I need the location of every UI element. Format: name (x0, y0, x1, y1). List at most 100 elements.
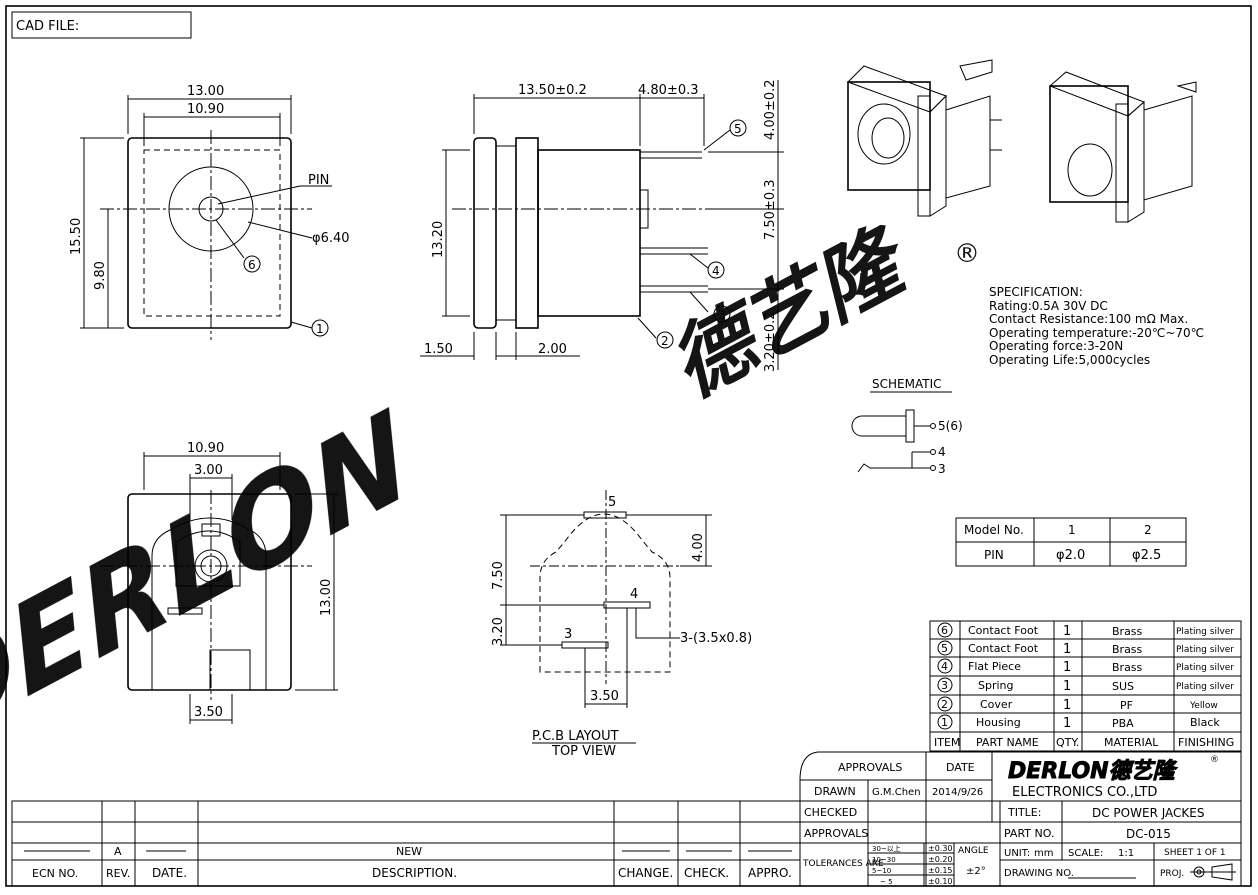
revision-block: A NEW ECN NO. REV. DATE. DESCRIPTION. CH… (11, 800, 801, 887)
watermark-logo: DERLON 德艺隆 ® (0, 211, 980, 772)
model-header: Model No. (964, 523, 1024, 537)
title-block: APPROVALS DATE DRAWN G.M.Chen 2014/9/26 … (799, 751, 1242, 887)
tb-tol-value: ±0.10 (928, 877, 953, 886)
tb-drawing-no: DRAWING NO. (1004, 868, 1074, 879)
tb-company-logo: DERLON德艺隆 (1008, 759, 1179, 784)
rev-date-label: DATE. (152, 866, 187, 880)
bom-part: Housing (976, 716, 1021, 729)
pcb-dim-400: 4.00 (691, 533, 706, 562)
model-header: 2 (1144, 523, 1152, 537)
bom-part: Contact Foot (968, 642, 1039, 655)
rev-check-label: CHECK. (684, 866, 729, 880)
pcb-pin-5: 5 (608, 495, 616, 510)
tb-title-label: TITLE: (1007, 806, 1041, 819)
tb-logo-reg: ® (1210, 755, 1219, 765)
bom-finish: Plating silver (1176, 663, 1234, 673)
dim-side-mid-offset: 7.50±0.3 (763, 179, 778, 240)
schematic-title: SCHEMATIC (872, 377, 941, 391)
pcb-hole-label: 3-(3.5x0.8) (680, 631, 752, 646)
spec-line: Operating temperature:-20℃~70℃ (989, 326, 1204, 340)
rev-ecn-label: ECN NO. (32, 867, 78, 880)
specification: SPECIFICATION: Rating:0.5A 30V DC Contac… (989, 285, 1204, 367)
tb-tol-range: 10~30 (872, 856, 896, 864)
dim-front-center-height: 9.80 (93, 261, 108, 290)
bom-header-part: PART NAME (976, 736, 1039, 749)
cad-file-box (11, 11, 192, 39)
schematic-pin-top: 5(6) (938, 419, 963, 433)
bom-qty: 1 (1063, 698, 1071, 713)
dim-side-tab: 4.80±0.3 (638, 83, 699, 98)
bom-item: 1 (941, 716, 948, 729)
dim-diameter: φ6.40 (312, 231, 350, 246)
bom-item: 3 (941, 679, 948, 692)
model-table: Model No. 1 2 PIN φ2.0 φ2.5 (955, 517, 1187, 567)
bom-material: PF (1120, 699, 1133, 712)
bom-header-item: ITEM (934, 736, 960, 749)
tb-angle: ANGLE (958, 846, 989, 856)
callout-5: 5 (734, 122, 742, 136)
pcb-dim-350: 3.50 (590, 689, 619, 704)
tb-sheet: SHEET 1 OF 1 (1164, 848, 1226, 858)
bom-part: Cover (980, 698, 1013, 711)
tb-drawn: DRAWN (814, 785, 856, 798)
tb-angle-val: ±2° (966, 866, 986, 877)
bom-qty: 1 (1063, 624, 1071, 639)
tb-tol-value: ±0.15 (928, 866, 953, 875)
dim-side-bottom-offset: 3.20±0.2 (763, 311, 778, 372)
bom-qty: 1 (1063, 679, 1071, 694)
bom-material: SUS (1112, 680, 1134, 693)
watermark-reg: ® (954, 239, 980, 269)
tb-approvals: APPROVALS (838, 761, 902, 774)
spec-line: Contact Resistance:100 mΩ Max. (989, 312, 1188, 326)
pin-label: PIN (308, 173, 329, 188)
tb-tol-range: 5~10 (872, 867, 891, 875)
bom-header-finish: FINISHING (1178, 736, 1234, 749)
rev-description-value: NEW (396, 845, 422, 858)
tb-tolerances: TOLERANCES ARE (802, 859, 884, 869)
spec-line: Operating Life:5,000cycles (989, 353, 1150, 367)
side-view: 13.50±0.2 4.80±0.3 13.20 1.50 2.00 4.00±… (420, 79, 784, 372)
callout-2: 2 (661, 334, 669, 348)
bom-finish: Plating silver (1176, 682, 1234, 692)
isometric-view-left (847, 59, 1002, 217)
tb-checked: CHECKED (804, 806, 857, 819)
dim-side-length: 13.50±0.2 (518, 83, 587, 98)
dim-side-height: 13.20 (431, 221, 446, 258)
bom-part: Spring (978, 679, 1014, 692)
cad-file-label: CAD FILE: (16, 19, 79, 34)
model-header: 1 (1068, 523, 1076, 537)
spec-line: Rating:0.5A 30V DC (989, 299, 1108, 313)
model-cell: φ2.0 (1056, 548, 1085, 563)
rev-appro-label: APPRO. (748, 866, 792, 880)
callout-6: 6 (248, 258, 256, 272)
dim-front-height: 15.50 (69, 218, 84, 255)
tb-tol-range: ~ 5 (880, 878, 893, 886)
dim-bottom-bottom: 3.50 (194, 705, 223, 720)
rev-description-label: DESCRIPTION. (372, 866, 457, 880)
schematic: SCHEMATIC 5(6) 4 3 (851, 377, 963, 476)
tb-scale-label: SCALE: (1068, 848, 1103, 859)
bom-qty: 1 (1063, 716, 1071, 731)
bottom-view: 10.90 3.00 13.00 3.50 (100, 441, 338, 724)
bom-material: PBA (1112, 717, 1134, 730)
pcb-title: P.C.B LAYOUT (532, 729, 619, 744)
bom-item: 6 (941, 624, 948, 637)
pcb-pin-4: 4 (630, 587, 638, 602)
tb-approvals-2: APPROVALS (804, 827, 868, 840)
bom-finish: Plating silver (1176, 627, 1234, 637)
tb-date: DATE (946, 761, 975, 774)
pcb-dim-320: 3.20 (491, 617, 506, 646)
tb-scale: 1:1 (1118, 848, 1134, 859)
isometric-view-right (1049, 71, 1197, 223)
schematic-pin-mid: 4 (938, 445, 946, 459)
bom-part: Contact Foot (968, 624, 1039, 637)
dim-bottom-height: 13.00 (319, 579, 334, 616)
tb-part-no: DC-015 (1126, 827, 1171, 841)
tb-proj: PROJ. (1160, 869, 1184, 879)
bom-table: 6 Contact Foot 1 Brass Plating silver 5 … (929, 620, 1242, 752)
bom-finish: Black (1190, 716, 1220, 729)
pcb-pin-3: 3 (564, 627, 572, 642)
bom-item: 5 (941, 642, 948, 655)
bom-item: 4 (941, 660, 948, 673)
dim-side-top-offset: 4.00±0.2 (763, 79, 778, 140)
